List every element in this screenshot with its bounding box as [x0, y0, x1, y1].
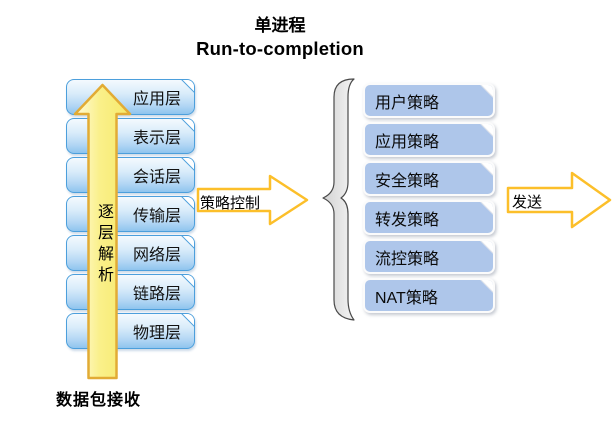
policy-label: NAT策略 [375, 289, 438, 307]
layer-label: 应用层 [132, 91, 181, 108]
corner-fold-icon [480, 241, 493, 254]
policy-label: 流控策略 [375, 250, 440, 268]
corner-fold-icon [181, 119, 194, 132]
title-chinese: 单进程 [254, 16, 306, 35]
layer-label: 表示层 [132, 130, 181, 147]
corner-fold-icon [480, 85, 493, 98]
policy-box: NAT策略 [363, 278, 495, 313]
send-arrow-icon [506, 171, 612, 229]
send-label: 发送 [512, 194, 543, 211]
policy-label: 用户策略 [375, 94, 440, 112]
policy-box: 安全策略 [363, 161, 495, 196]
packet-receive-label: 数据包接收 [56, 392, 142, 409]
corner-fold-icon [480, 163, 493, 176]
corner-fold-icon [181, 314, 194, 327]
corner-fold-icon [181, 80, 194, 93]
policy-control-label: 策略控制 [200, 195, 261, 212]
layer-label: 传输层 [132, 208, 181, 225]
policy-label: 安全策略 [375, 172, 440, 190]
policy-box: 转发策略 [363, 200, 495, 235]
policy-label: 转发策略 [375, 211, 440, 229]
policy-stack: 用户策略 应用策略 安全策略 转发策略 流控策略 NAT策略 [363, 83, 495, 313]
title-english: Run-to-completion [196, 38, 364, 59]
up-arrow-icon [73, 83, 132, 380]
policy-box: 应用策略 [363, 122, 495, 157]
policy-box: 用户策略 [363, 83, 495, 118]
policy-control-arrow-icon [196, 174, 309, 226]
corner-fold-icon [480, 124, 493, 137]
corner-fold-icon [480, 202, 493, 215]
up-arrow-label: 逐层解析 [95, 203, 112, 287]
corner-fold-icon [181, 197, 194, 210]
corner-fold-icon [181, 275, 194, 288]
policy-box: 流控策略 [363, 239, 495, 274]
layer-label: 物理层 [132, 325, 181, 342]
corner-fold-icon [181, 236, 194, 249]
corner-fold-icon [181, 158, 194, 171]
corner-fold-icon [480, 280, 493, 293]
layer-label: 网络层 [132, 247, 181, 264]
layer-label: 会话层 [132, 169, 181, 186]
left-brace-icon [322, 78, 355, 321]
layer-label: 链路层 [132, 286, 181, 303]
policy-label: 应用策略 [375, 133, 440, 151]
